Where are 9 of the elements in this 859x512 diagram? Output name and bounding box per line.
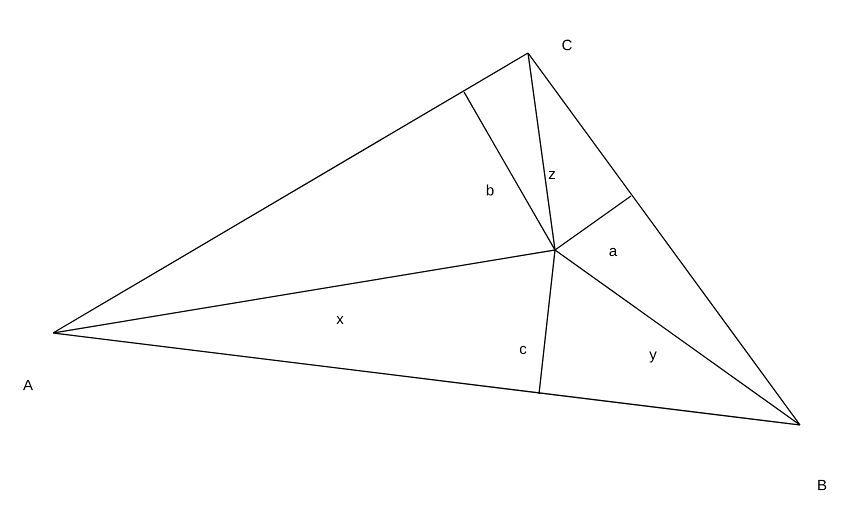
segment-label: b — [486, 184, 494, 196]
segment-label: a — [609, 248, 618, 256]
vertex-label: C — [562, 40, 572, 50]
segment-label: x — [336, 316, 344, 324]
vertex-label: B — [818, 480, 826, 490]
segment-label: z — [548, 171, 555, 179]
segment-label: y — [649, 351, 657, 362]
segment-label: c — [520, 346, 526, 354]
vertex-label: A — [23, 380, 33, 390]
